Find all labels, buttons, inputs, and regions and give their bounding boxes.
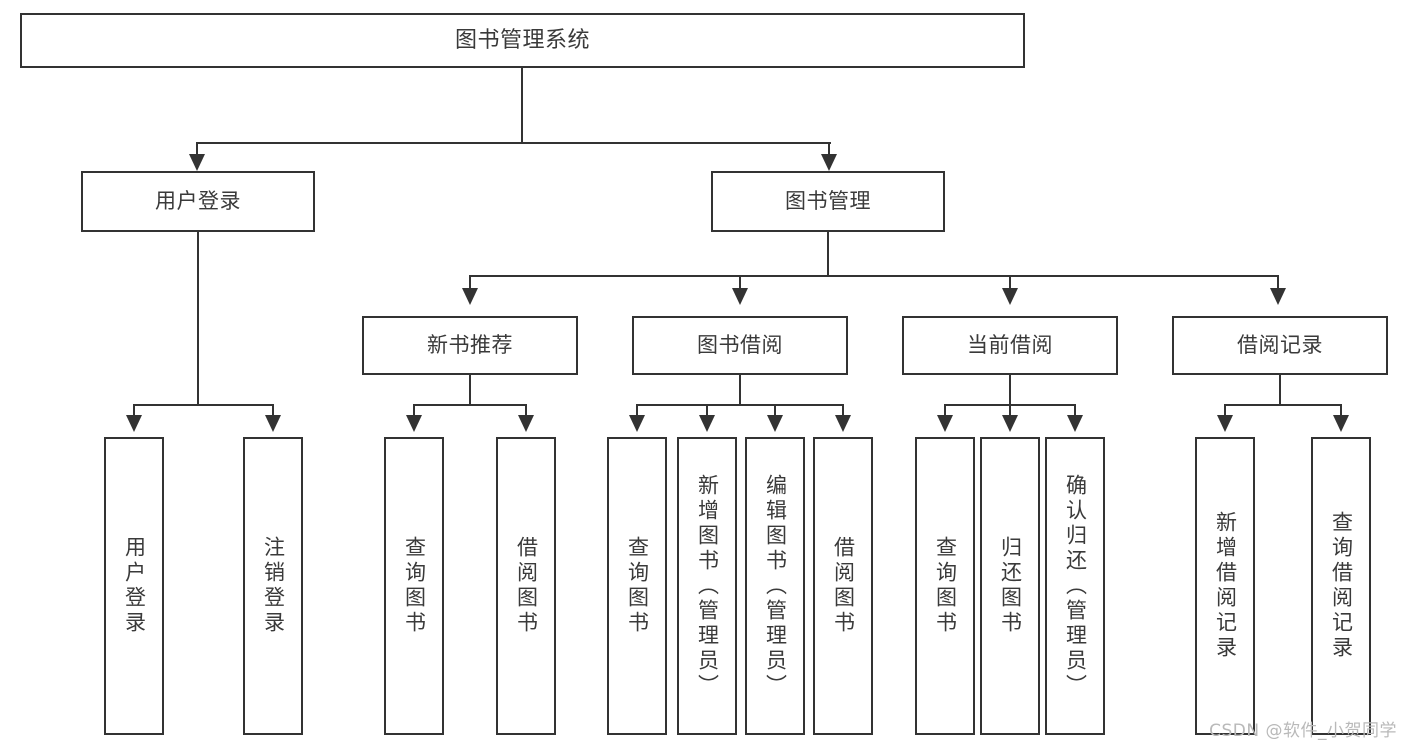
arrowhead-bb-edit-book <box>767 415 783 432</box>
arrowhead-nbr-borrow-book <box>518 415 534 432</box>
connector-br-drop-2 <box>1340 404 1342 420</box>
node-label: 用户登录 <box>155 189 241 214</box>
leaf-user-login[interactable]: 用户登录 <box>104 437 164 735</box>
arrowhead-book-manage <box>821 154 837 171</box>
connector-br-drop-1 <box>1224 404 1226 420</box>
leaf-label: 查询图书 <box>402 536 427 636</box>
leaf-cb-query-book[interactable]: 查询图书 <box>915 437 975 735</box>
leaf-label: 查询图书 <box>625 536 650 636</box>
csdn-watermark: CSDN @软件_小贺同学 <box>1209 721 1397 741</box>
node-label: 图书管理系统 <box>454 27 590 53</box>
connector-user-login-drop-1 <box>133 404 135 420</box>
leaf-bb-borrow-book[interactable]: 借阅图书 <box>813 437 873 735</box>
leaf-label: 查询借阅记录 <box>1329 511 1354 661</box>
arrowhead-br-query-record <box>1333 415 1349 432</box>
arrowhead-bb-borrow-book <box>835 415 851 432</box>
connector-nbr-drop-1 <box>413 404 415 420</box>
connector-root-stem <box>521 68 523 143</box>
connector-br-stem <box>1279 375 1281 405</box>
arrowhead-cb-return-book <box>1002 415 1018 432</box>
connector-bm-drop-1 <box>469 275 471 293</box>
node-book-manage[interactable]: 图书管理 <box>711 171 945 232</box>
connector-bb-drop-4 <box>842 404 844 420</box>
connector-nbr-bar <box>413 404 527 406</box>
node-borrow-record[interactable]: 借阅记录 <box>1172 316 1388 375</box>
leaf-logout[interactable]: 注销登录 <box>243 437 303 735</box>
leaf-label: 新增图书（管理员） <box>695 473 720 699</box>
node-book-borrow[interactable]: 图书借阅 <box>632 316 848 375</box>
connector-cb-drop-2 <box>1009 404 1011 420</box>
arrowhead-cb-confirm-return <box>1067 415 1083 432</box>
connector-bb-drop-1 <box>636 404 638 420</box>
leaf-bb-edit-book[interactable]: 编辑图书（管理员） <box>745 437 805 735</box>
arrowhead-user-login <box>189 154 205 171</box>
connector-cb-drop-1 <box>944 404 946 420</box>
arrowhead-cb-query-book <box>937 415 953 432</box>
connector-bm-drop-3 <box>1009 275 1011 293</box>
connector-bm-drop-4 <box>1277 275 1279 293</box>
node-label: 图书管理 <box>785 189 871 214</box>
arrowhead-bb-query-book <box>629 415 645 432</box>
connector-bb-bar <box>636 404 844 406</box>
leaf-label: 确认归还（管理员） <box>1063 473 1088 699</box>
leaf-label: 新增借阅记录 <box>1213 511 1238 661</box>
leaf-cb-return-book[interactable]: 归还图书 <box>980 437 1040 735</box>
node-user-login[interactable]: 用户登录 <box>81 171 315 232</box>
arrowhead-nbr-query-book <box>406 415 422 432</box>
connector-book-manage-stem <box>827 232 829 276</box>
connector-bb-drop-3 <box>774 404 776 420</box>
connector-br-bar <box>1224 404 1342 406</box>
connector-root-to-user-login <box>196 142 198 160</box>
connector-user-login-drop-2 <box>272 404 274 420</box>
leaf-bb-query-book[interactable]: 查询图书 <box>607 437 667 735</box>
arrowhead-borrow-record <box>1270 288 1286 305</box>
leaf-label: 借阅图书 <box>831 536 856 636</box>
leaf-br-add-record[interactable]: 新增借阅记录 <box>1195 437 1255 735</box>
connector-nbr-drop-2 <box>525 404 527 420</box>
node-root-system[interactable]: 图书管理系统 <box>20 13 1025 68</box>
connector-book-manage-bar <box>469 275 1279 277</box>
leaf-nbr-borrow-book[interactable]: 借阅图书 <box>496 437 556 735</box>
connector-bb-stem <box>739 375 741 405</box>
arrowhead-book-borrow <box>732 288 748 305</box>
connector-bm-drop-2 <box>739 275 741 293</box>
connector-user-login-stem <box>197 232 199 405</box>
arrowhead-bb-add-book <box>699 415 715 432</box>
leaf-label: 用户登录 <box>122 536 147 636</box>
node-new-book-recommend[interactable]: 新书推荐 <box>362 316 578 375</box>
connector-root-to-book-manage <box>828 142 830 160</box>
connector-user-login-bar <box>133 404 274 406</box>
leaf-br-query-record[interactable]: 查询借阅记录 <box>1311 437 1371 735</box>
connector-root-bar <box>196 142 831 144</box>
leaf-label: 编辑图书（管理员） <box>763 473 788 699</box>
arrowhead-leaf-logout <box>265 415 281 432</box>
leaf-cb-confirm-return[interactable]: 确认归还（管理员） <box>1045 437 1105 735</box>
leaf-label: 借阅图书 <box>514 536 539 636</box>
arrowhead-br-add-record <box>1217 415 1233 432</box>
connector-cb-stem <box>1009 375 1011 405</box>
leaf-nbr-query-book[interactable]: 查询图书 <box>384 437 444 735</box>
arrowhead-current-borrow <box>1002 288 1018 305</box>
node-label: 当前借阅 <box>967 333 1053 358</box>
connector-cb-drop-3 <box>1074 404 1076 420</box>
connector-nbr-stem <box>469 375 471 405</box>
leaf-label: 查询图书 <box>933 536 958 636</box>
node-current-borrow[interactable]: 当前借阅 <box>902 316 1118 375</box>
node-label: 借阅记录 <box>1237 333 1323 358</box>
node-label: 新书推荐 <box>427 333 513 358</box>
node-label: 图书借阅 <box>697 333 783 358</box>
connector-bb-drop-2 <box>706 404 708 420</box>
leaf-bb-add-book[interactable]: 新增图书（管理员） <box>677 437 737 735</box>
leaf-label: 注销登录 <box>261 536 286 636</box>
arrowhead-new-book-recommend <box>462 288 478 305</box>
leaf-label: 归还图书 <box>998 536 1023 636</box>
arrowhead-leaf-user-login <box>126 415 142 432</box>
